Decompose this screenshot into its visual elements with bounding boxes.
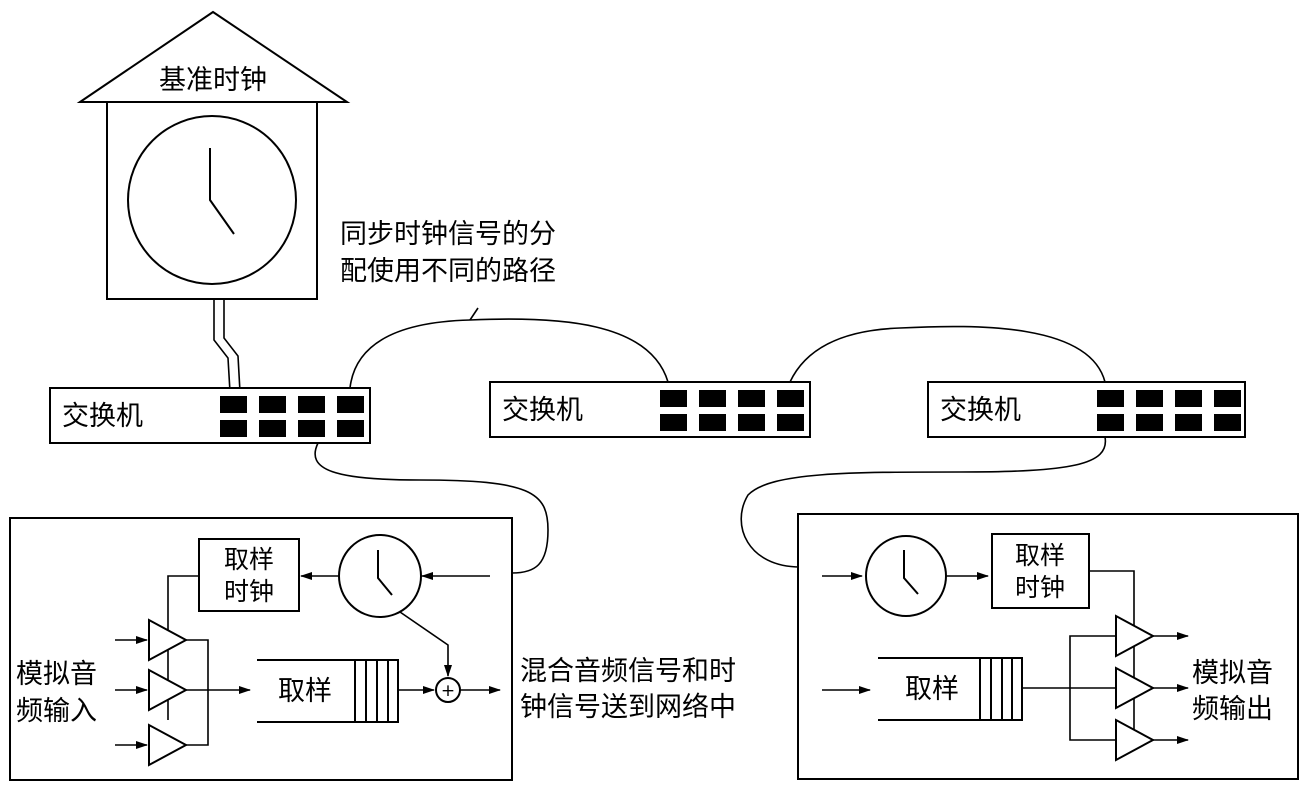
receiver-output-line2: 频输出 <box>1192 694 1273 725</box>
cable-switch1-sender <box>314 442 549 574</box>
sender-sum-symbol: + <box>441 681 455 701</box>
receiver-sampler-label: 取样 <box>905 674 959 705</box>
sender-amp-2 <box>148 668 189 712</box>
receiver-clock-hands-icon <box>903 550 919 595</box>
switch-1-label: 交换机 <box>62 401 143 432</box>
path-note-leader <box>469 307 479 321</box>
sender-device: 取样 时钟 取样 + <box>9 517 513 781</box>
sender-sample-clock-line1: 取样 <box>224 545 274 574</box>
cable-switch2-switch3 <box>789 325 1106 383</box>
cable-switch1-switch2 <box>349 318 669 389</box>
receiver-amp-3 <box>1115 718 1156 762</box>
reference-clock: 基准时钟 <box>76 10 351 300</box>
reference-clock-label: 基准时钟 <box>159 65 267 96</box>
receiver-device: 取样 时钟 取样 <box>797 513 1299 780</box>
switch-2-label: 交换机 <box>502 395 583 426</box>
switch-2: 交换机 <box>489 381 811 438</box>
sender-sampler-label: 取样 <box>278 676 332 707</box>
sender-clock-icon <box>338 534 422 618</box>
receiver-sample-clock-line2: 时钟 <box>1015 573 1065 602</box>
receiver-sampler-buffer <box>878 657 1023 721</box>
path-note-line2: 配使用不同的路径 <box>340 256 556 287</box>
sender-amp-1 <box>148 618 189 662</box>
switch-1: 交换机 <box>49 387 371 444</box>
sender-output-line1: 混合音频信号和时 <box>520 656 736 687</box>
receiver-sample-clock-line1: 取样 <box>1015 541 1065 570</box>
switch-3: 交换机 <box>927 381 1246 438</box>
receiver-clock-icon <box>865 535 947 617</box>
cable-switch3-receiver <box>740 436 1107 568</box>
sender-sample-clock-line2: 时钟 <box>224 577 274 606</box>
receiver-output-line1: 模拟音 <box>1192 658 1273 689</box>
sender-output-line2: 钟信号送到网络中 <box>520 692 736 723</box>
path-note-line1: 同步时钟信号的分 <box>340 219 556 250</box>
sender-sample-clock-box <box>198 538 300 612</box>
switch-3-label: 交换机 <box>940 395 1021 426</box>
sender-amp-3 <box>148 723 189 767</box>
sender-input-line2: 频输入 <box>16 696 97 727</box>
clock-cable-b <box>223 299 241 393</box>
clock-cable-a <box>213 299 231 393</box>
sender-input-line1: 模拟音 <box>16 659 97 690</box>
receiver-amp-2 <box>1115 666 1156 710</box>
clock-face-icon <box>127 115 297 285</box>
sender-sampler-buffer <box>257 659 399 723</box>
sender-clock-hands-icon <box>377 550 393 596</box>
receiver-amp-1 <box>1115 614 1156 658</box>
clock-hands-icon <box>209 148 235 235</box>
